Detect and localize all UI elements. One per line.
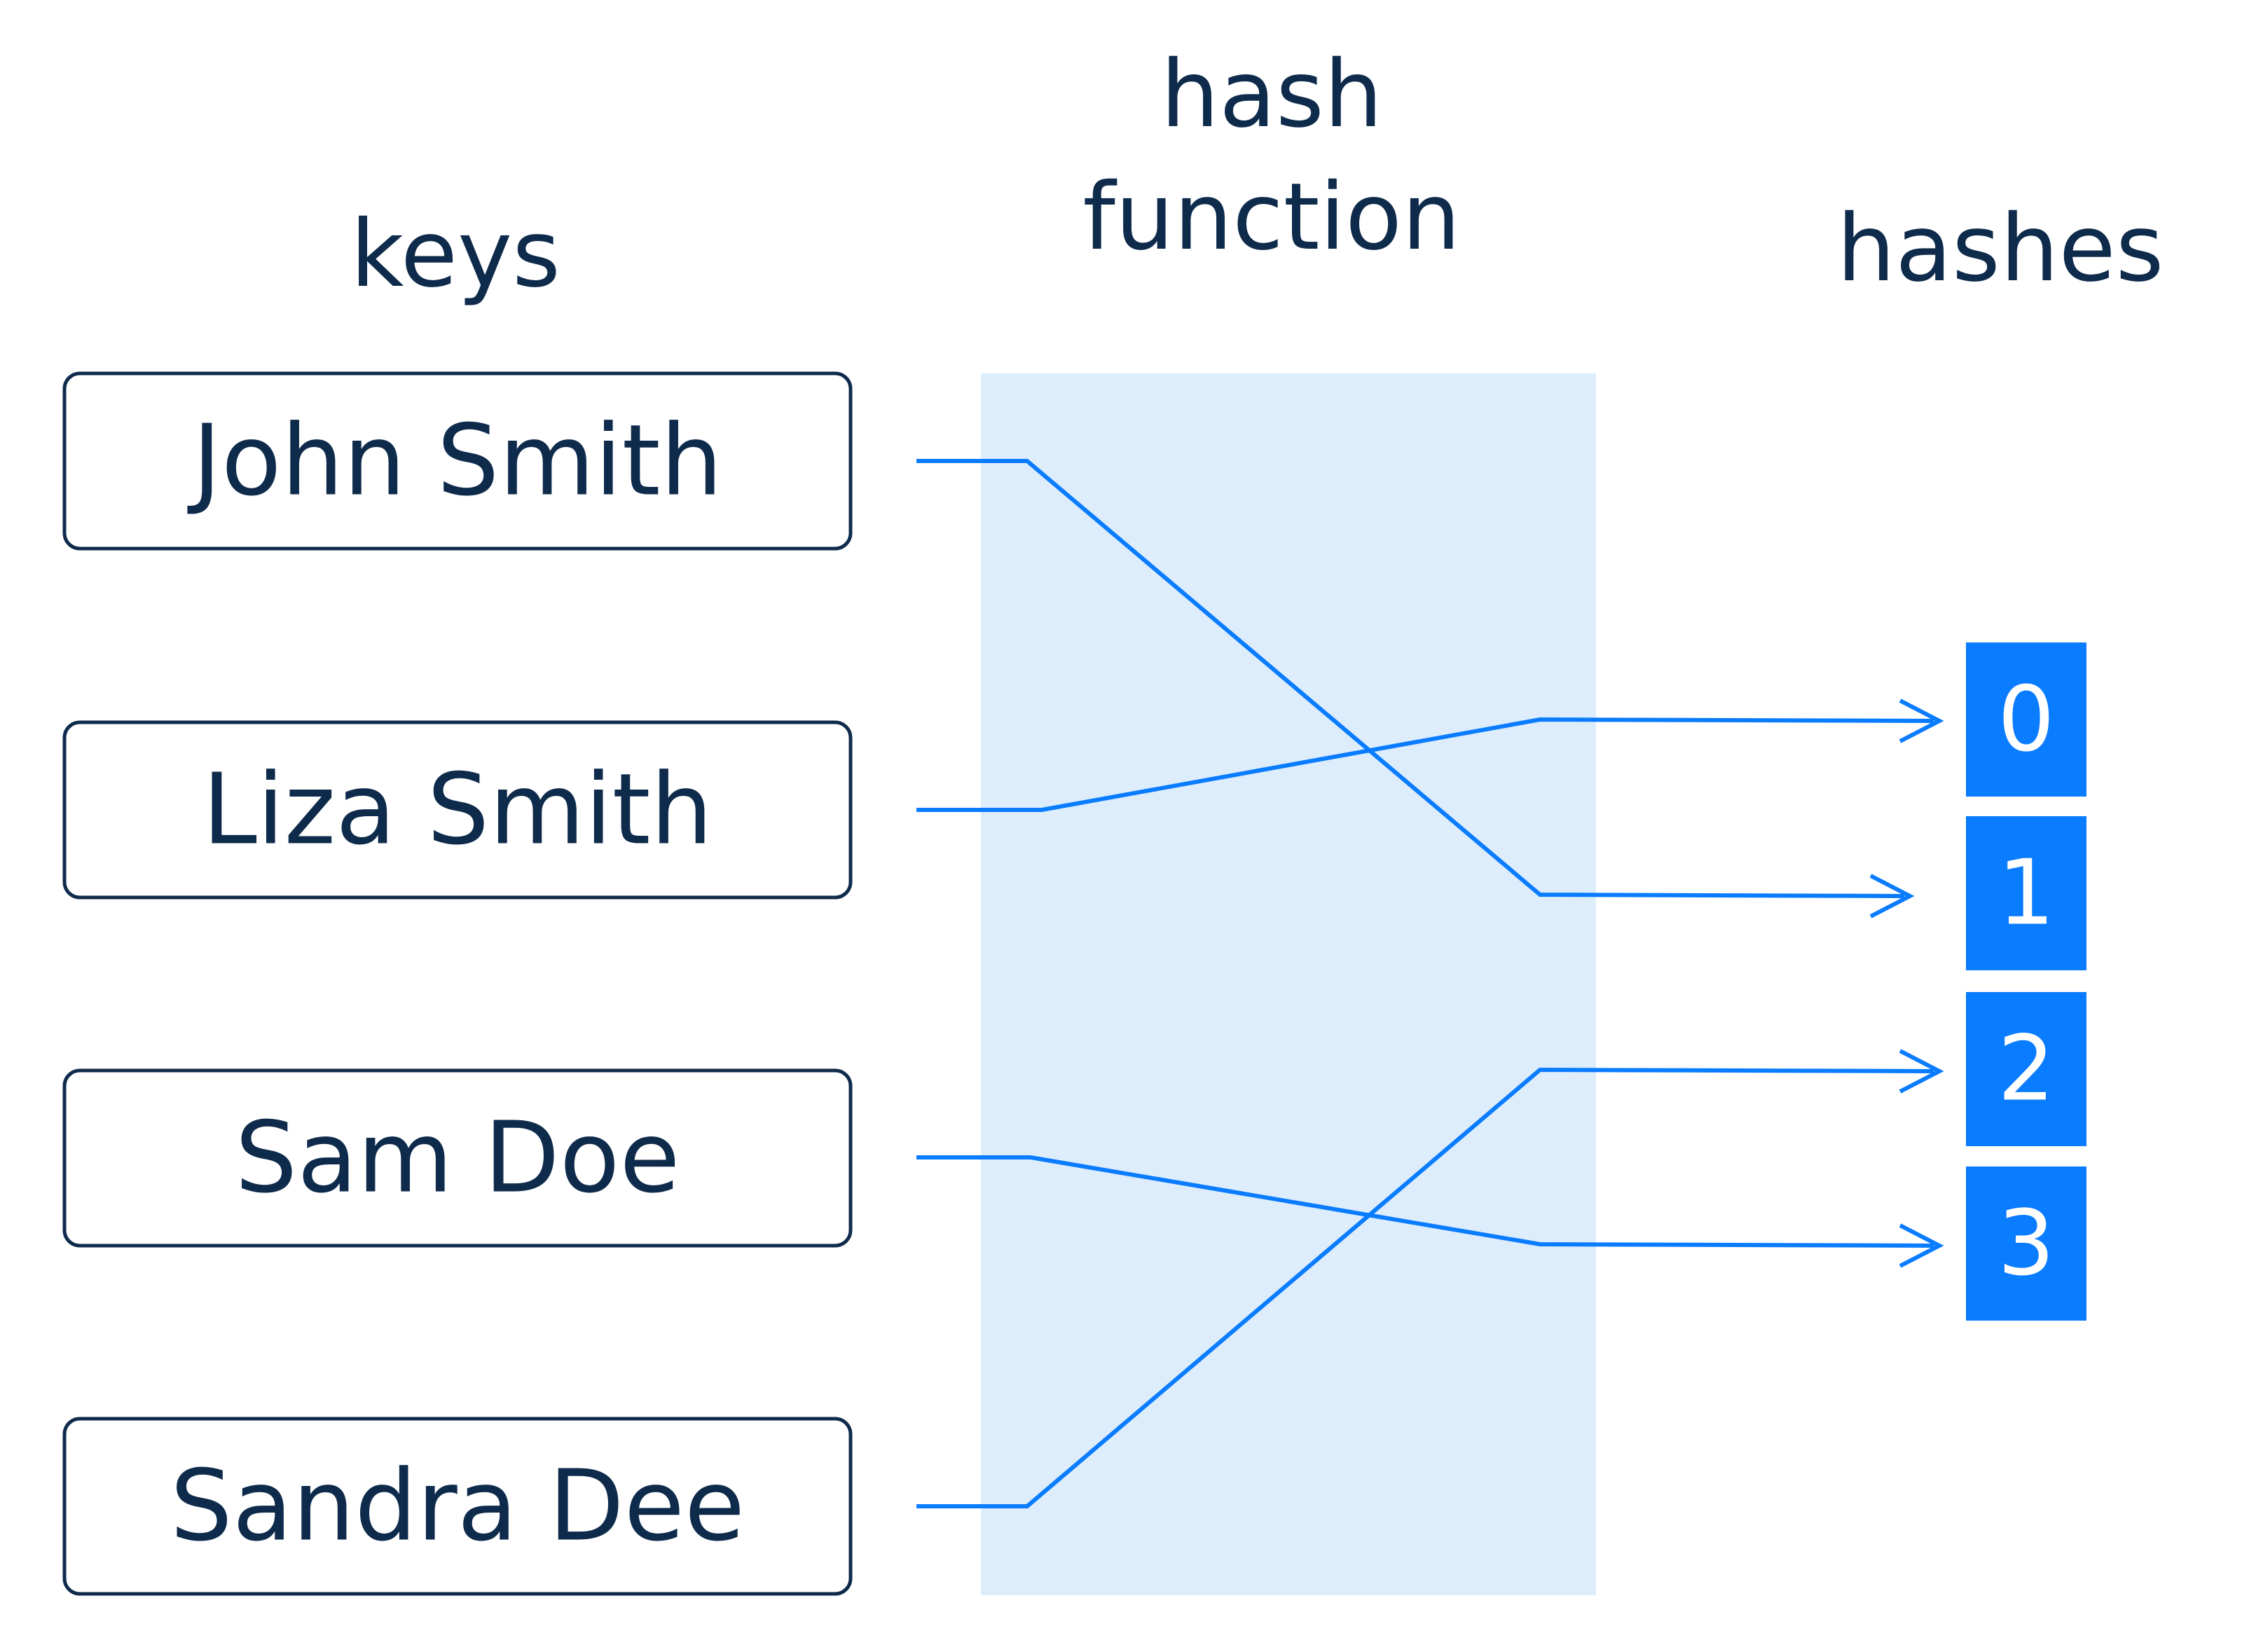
link-john-smith-to-1 xyxy=(916,459,1905,898)
key-box-sandra-dee: Sandra Dee xyxy=(62,1417,853,1596)
hash-box-3: 3 xyxy=(1966,1166,2086,1321)
key-label: Sam Doe xyxy=(235,1101,680,1216)
key-box-liza-smith: Liza Smith xyxy=(62,720,853,900)
arrowhead-icon xyxy=(1899,698,1944,743)
hash-label: 0 xyxy=(1997,668,2054,772)
hash-box-2: 2 xyxy=(1966,992,2086,1146)
key-label: Liza Smith xyxy=(202,753,713,867)
key-box-sam-doe: Sam Doe xyxy=(62,1068,853,1248)
arrowhead-icon xyxy=(1899,1223,1944,1268)
link-sandra-dee-to-2 xyxy=(916,1067,1934,1508)
keys-heading: keys xyxy=(350,200,560,308)
hash-function-heading-line1: hash xyxy=(1161,41,1383,149)
arrowhead-icon xyxy=(1869,874,1915,918)
hash-label: 2 xyxy=(1997,1017,2054,1122)
hash-label: 3 xyxy=(1997,1192,2054,1296)
key-label: John Smith xyxy=(187,404,723,518)
arrowhead-icon xyxy=(1899,1049,1944,1094)
hash-function-heading-line2: function xyxy=(1082,163,1460,271)
hash-box-0: 0 xyxy=(1966,642,2086,797)
hashes-heading: hashes xyxy=(1837,195,2164,303)
key-box-john-smith: John Smith xyxy=(62,371,853,551)
link-liza-smith-to-0 xyxy=(916,717,1934,812)
key-label: Sandra Dee xyxy=(170,1450,745,1564)
hash-box-1: 1 xyxy=(1966,816,2086,970)
link-sam-doe-to-3 xyxy=(916,1155,1934,1248)
hash-function-band xyxy=(981,373,1596,1595)
hash-label: 1 xyxy=(1997,841,2054,946)
